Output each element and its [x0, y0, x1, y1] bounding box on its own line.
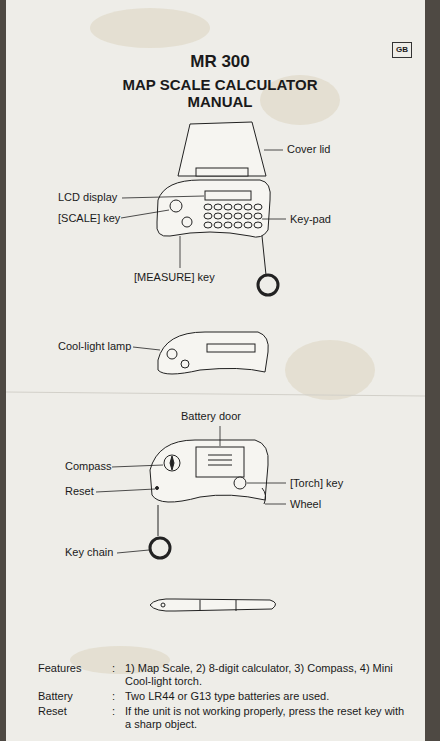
key-button: [234, 204, 242, 210]
part-label: Cover lid: [287, 143, 330, 156]
key-button: [234, 213, 242, 219]
key-button: [234, 222, 242, 228]
spec-text: Two LR44 or G13 type batteries are used.: [125, 690, 410, 703]
spec-heading: Battery: [38, 690, 73, 703]
spec-colon: :: [112, 690, 115, 703]
part-label: Battery door: [181, 410, 241, 423]
part-label: LCD display: [58, 191, 117, 204]
key-button: [214, 222, 222, 228]
part-label: Key-pad: [290, 213, 331, 226]
spec-colon: :: [112, 705, 115, 718]
key-button: [244, 213, 252, 219]
key-button: [224, 222, 232, 228]
spec-colon: :: [112, 662, 115, 675]
spec-text: 1) Map Scale, 2) 8-digit calculator, 3) …: [125, 662, 410, 688]
key-button: [244, 222, 252, 228]
key-button: [204, 204, 212, 210]
language-code: GB: [396, 45, 408, 54]
language-box: GB: [392, 42, 412, 58]
key-button: [214, 213, 222, 219]
key-button: [254, 222, 262, 228]
key-button: [254, 213, 262, 219]
key-button: [214, 204, 222, 210]
manual-subtitle: MAP SCALE CALCULATOR MANUAL: [100, 76, 340, 110]
key-button: [204, 213, 212, 219]
key-button: [254, 204, 262, 210]
part-label: Compass: [65, 460, 111, 473]
key-button: [244, 204, 252, 210]
manual-title: MR 300: [0, 52, 440, 71]
spec-heading: Features: [38, 662, 81, 675]
spec-heading: Reset: [38, 705, 67, 718]
part-label: Wheel: [290, 498, 321, 511]
key-button: [224, 213, 232, 219]
part-label: Reset: [65, 485, 94, 498]
key-button: [204, 222, 212, 228]
key-button: [224, 204, 232, 210]
spec-text: If the unit is not working properly, pre…: [125, 705, 410, 731]
part-label: Cool-light lamp: [58, 340, 131, 353]
part-label: Key chain: [65, 546, 113, 559]
part-label: [MEASURE] key: [134, 271, 215, 284]
part-label: [SCALE] key: [58, 212, 120, 225]
part-label: [Torch] key: [290, 477, 343, 490]
